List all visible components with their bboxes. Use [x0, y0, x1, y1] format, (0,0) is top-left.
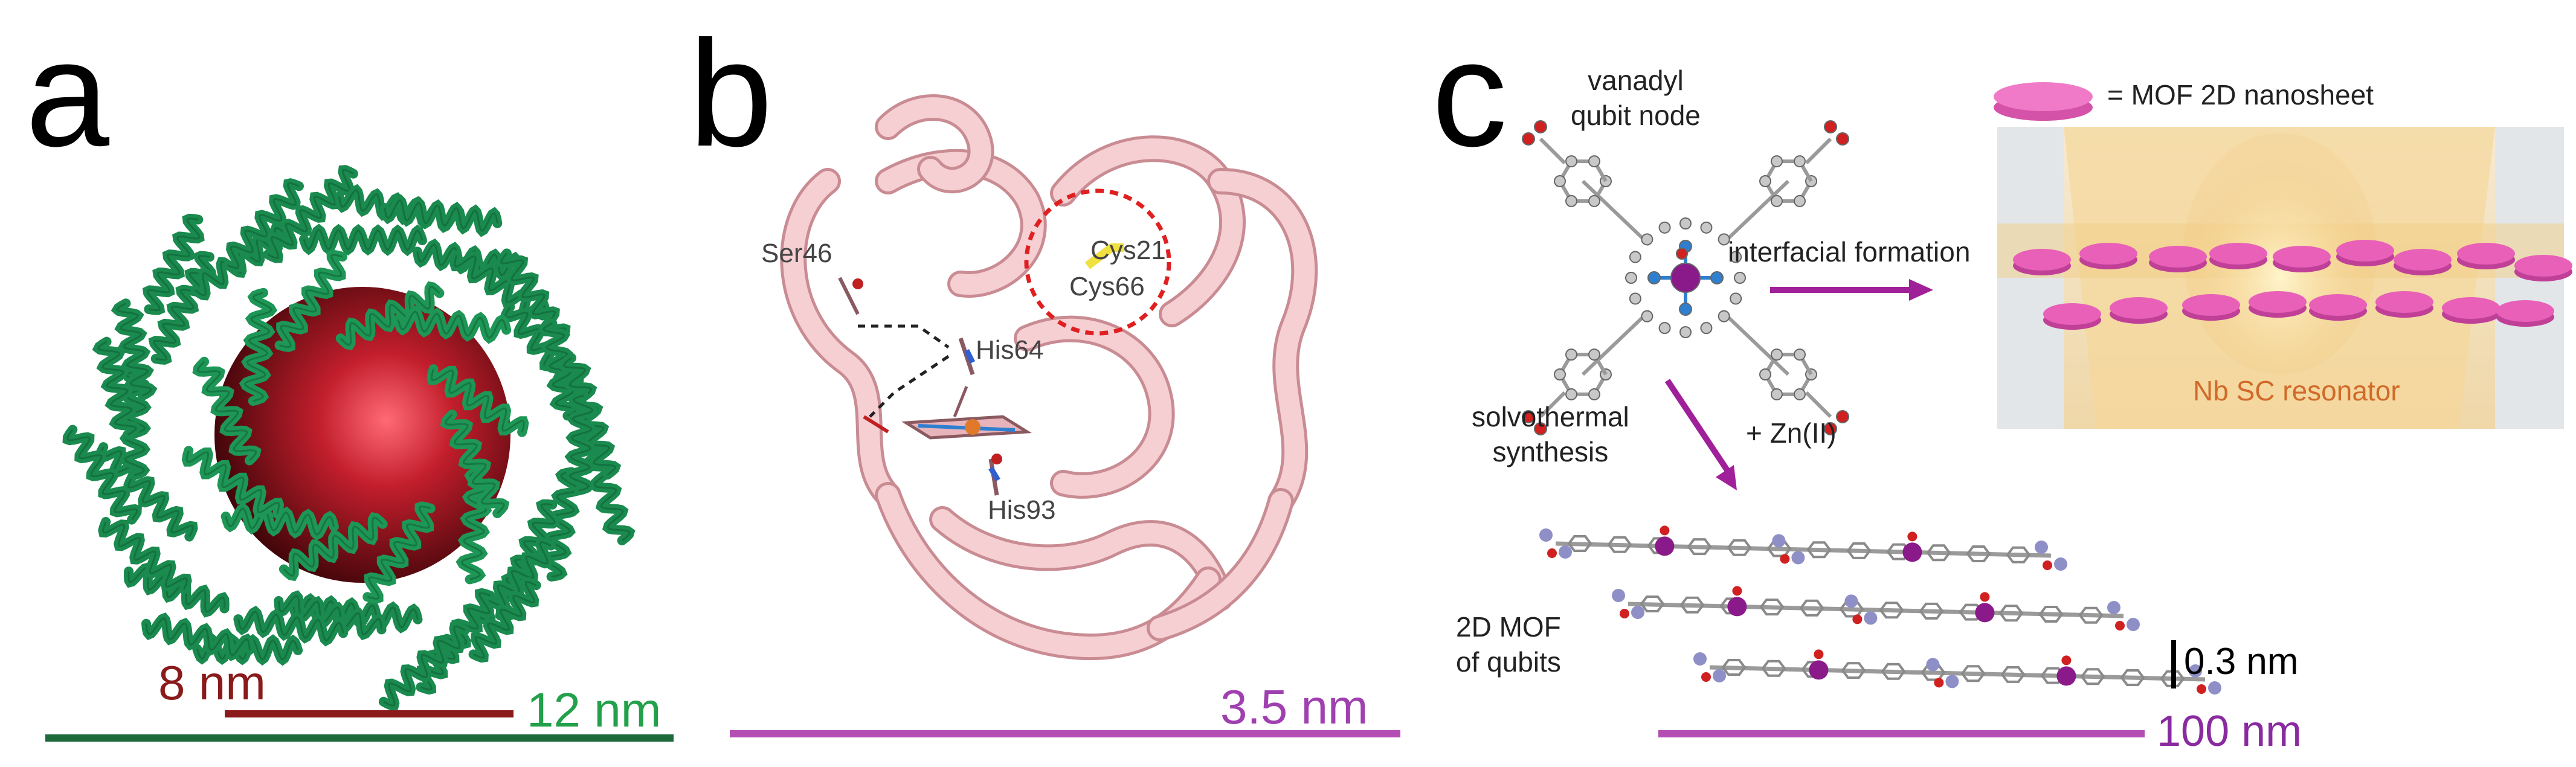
mof-scheme-illustration — [1522, 82, 2572, 737]
legend-sheet-icon — [1994, 82, 2093, 121]
scale-label-inner: 8 nm — [158, 656, 266, 710]
protein-ribbon — [780, 94, 1318, 661]
interfacial-arrow — [1770, 279, 1933, 301]
protein-shell-back — [62, 165, 636, 711]
interfacial-label: interfacial formation — [1728, 236, 1971, 268]
panel-b-label: b — [689, 9, 773, 178]
panel-c: c — [1432, 0, 2576, 767]
zn-label: + Zn(II) — [1746, 417, 1837, 449]
label-his64: His64 — [976, 335, 1044, 365]
protein-shell-front — [181, 249, 529, 604]
his93-residue — [988, 454, 1002, 496]
myoglobin-ribbon-illustration — [730, 94, 1400, 737]
panel-a: a 8 nm 12 nm — [0, 0, 689, 767]
his64-residue — [958, 337, 976, 376]
node-label: vanadyl qubit node — [1571, 65, 1701, 131]
label-ser46: Ser46 — [761, 239, 832, 268]
label-his93: His93 — [988, 495, 1056, 525]
heme-group — [863, 386, 1032, 440]
label-cys66: Cys66 — [1069, 272, 1145, 301]
resonator-label: Nb SC resonator — [2193, 375, 2400, 406]
vanadyl-porphyrin-molecule — [1522, 120, 1849, 435]
panel-b: b — [689, 0, 1432, 767]
ser46-residue — [838, 277, 863, 315]
nanosheets-on-resonator — [2013, 240, 2572, 330]
hydrogen-bond-2 — [869, 355, 950, 418]
scale-label: 100 nm — [2157, 707, 2302, 756]
solvothermal-arrow — [1664, 379, 1737, 490]
resonator-inset — [1997, 127, 2572, 429]
ferritin-cage-illustration — [45, 165, 674, 742]
stacked-mof-layers — [1539, 525, 2221, 695]
legend-text: = MOF 2D nanosheet — [2107, 79, 2374, 111]
label-cys21: Cys21 — [1090, 236, 1166, 265]
cysteine-highlight-circle — [1024, 188, 1171, 336]
panel-c-label: c — [1432, 9, 1507, 178]
spacing-label: 0.3 nm — [2184, 641, 2299, 682]
hydrogen-bond-1 — [858, 324, 950, 349]
heme-iron — [965, 419, 980, 435]
mof-label: 2D MOF of qubits — [1456, 611, 1561, 678]
solvothermal-label: solvothermal synthesis — [1472, 401, 1629, 467]
disulfide-bond — [1084, 243, 1124, 269]
scale-label-outer: 12 nm — [527, 683, 662, 737]
panel-a-label: a — [25, 9, 110, 178]
scale-label: 3.5 nm — [1220, 680, 1368, 734]
